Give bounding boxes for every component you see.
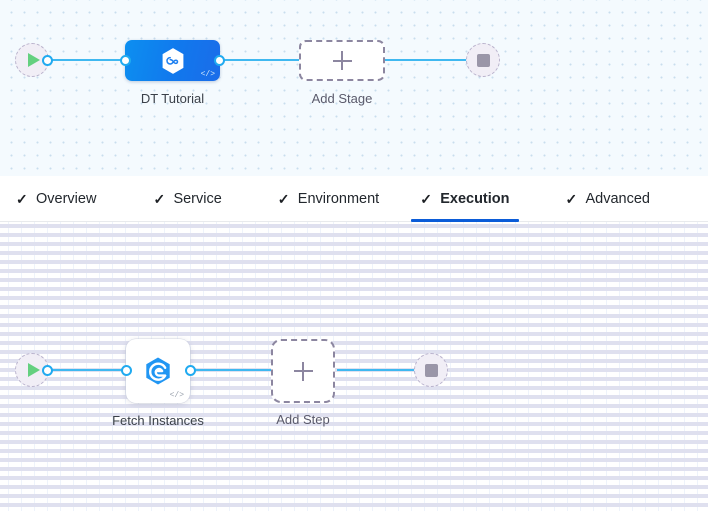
plus-icon [293,361,313,381]
step-start-node[interactable] [15,353,49,387]
pipeline-end-node[interactable] [466,43,500,77]
step-wire-add-to-end [337,369,419,371]
tab-service[interactable]: ✓ Service [153,176,221,222]
tab-advanced[interactable]: ✓ Advanced [566,176,651,222]
execution-steps-canvas[interactable]: </> Fetch Instances Add Step [0,222,708,511]
add-stage-button[interactable] [299,40,385,81]
add-step-label: Add Step [276,412,330,427]
step-node-label: Fetch Instances [112,413,204,428]
code-badge-icon: </> [200,70,215,79]
stop-icon [424,363,438,377]
step-wire-start-to-node [47,369,130,371]
stage-config-tabbar[interactable]: ✓ Overview ✓ Service ✓ Environment ✓ Exe… [0,176,708,222]
stage-node-label: DT Tutorial [140,91,205,106]
stage-node-input-port[interactable] [120,55,131,66]
play-icon [27,53,40,67]
stage-wire-node-to-add [218,59,302,61]
check-icon: ✓ [420,190,432,207]
add-stage-label: Add Stage [311,91,373,106]
check-icon: ✓ [277,190,290,207]
code-badge-icon: </> [169,391,184,400]
hexagon-e-icon [146,357,170,385]
tab-execution[interactable]: ✓ Execution [411,176,519,222]
check-icon: ✓ [565,190,578,207]
step-start-output-port[interactable] [42,365,53,376]
step-node-fetch-instances[interactable]: </> [126,339,190,403]
stop-icon [476,53,490,67]
tab-overview[interactable]: ✓ Overview [16,176,96,222]
tab-label: Advanced [585,190,651,207]
tab-label: Overview [36,190,97,207]
step-node-output-port[interactable] [185,365,196,376]
plus-icon [332,51,352,70]
check-icon: ✓ [153,190,166,207]
stage-node-dt-tutorial[interactable]: </> [125,40,220,81]
stage-node-output-port[interactable] [214,55,225,66]
tab-label: Execution [440,190,510,207]
add-step-button[interactable] [271,339,335,403]
step-end-node[interactable] [414,353,448,387]
step-node-input-port[interactable] [121,365,132,376]
stage-canvas[interactable]: </> DT Tutorial Add Stage [0,0,708,176]
tab-label: Environment [297,190,380,207]
check-icon: ✓ [16,190,28,207]
stage-wire-start-to-node [47,59,125,61]
tab-environment[interactable]: ✓ Environment [278,176,379,222]
play-icon [27,363,40,377]
tab-active-indicator [411,218,519,222]
tab-label: Service [173,190,222,207]
step-wire-node-to-add [190,369,273,371]
hexagon-infinity-icon [162,47,183,74]
stage-start-output-port[interactable] [42,55,53,66]
stage-wire-add-to-end [385,59,471,61]
